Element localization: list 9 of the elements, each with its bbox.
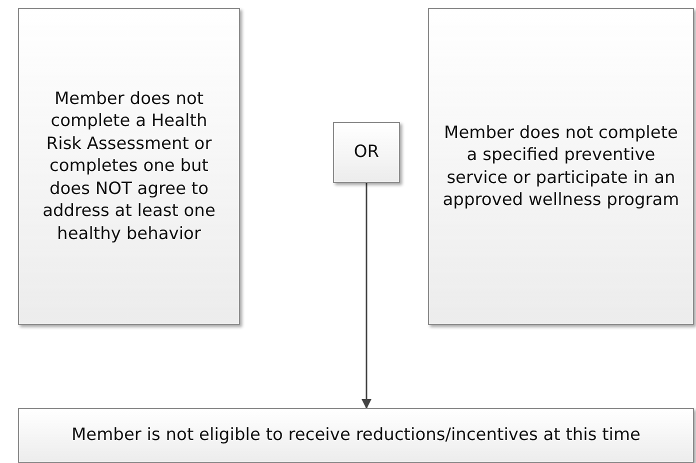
process-box bbox=[333, 122, 400, 183]
box-text: Member does not complete a Health Risk Assessment or completes one but does NOT agree to address at least one healthy behavior bbox=[42, 88, 216, 246]
box-text: Member is not eligible to receive reductions/incentives at this time bbox=[71, 424, 641, 447]
process-box bbox=[18, 408, 694, 463]
process-box bbox=[428, 8, 694, 325]
box-text: Member does not complete a specified preventive service or participate in an approved wellness program bbox=[442, 122, 680, 212]
box-text: OR bbox=[354, 141, 380, 164]
process-box bbox=[18, 8, 240, 325]
arrow bbox=[362, 183, 372, 409]
